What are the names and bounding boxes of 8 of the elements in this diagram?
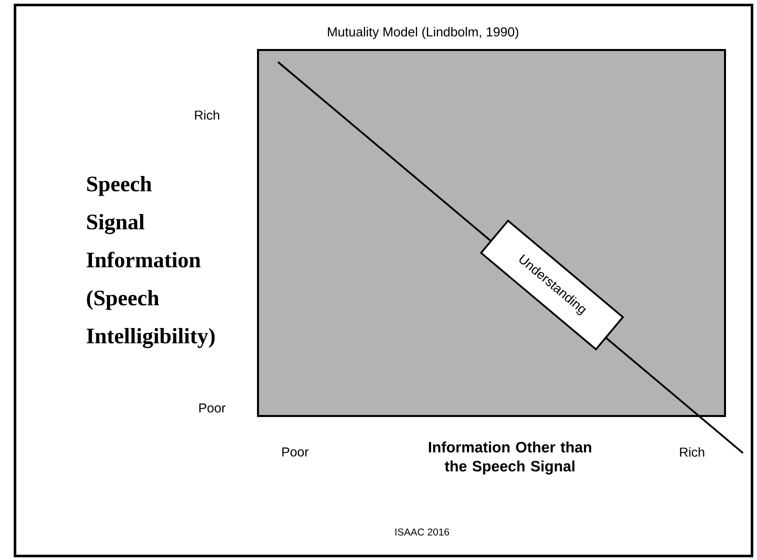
chart-title: Mutuality Model (Lindbolm, 1990) — [328, 26, 518, 40]
axis-end-label: Rich — [680, 447, 704, 457]
axis-title: Information Other than the Speech Signal — [428, 441, 592, 475]
footer-text: ISAAC 2016 — [395, 528, 450, 536]
axis-title: Speech Signal Information (Speech Intelligibility) — [86, 176, 215, 348]
axis-end-label: Rich — [195, 110, 220, 120]
axis-end-label: Poor — [199, 403, 226, 413]
axis-end-label: Poor — [282, 447, 308, 457]
